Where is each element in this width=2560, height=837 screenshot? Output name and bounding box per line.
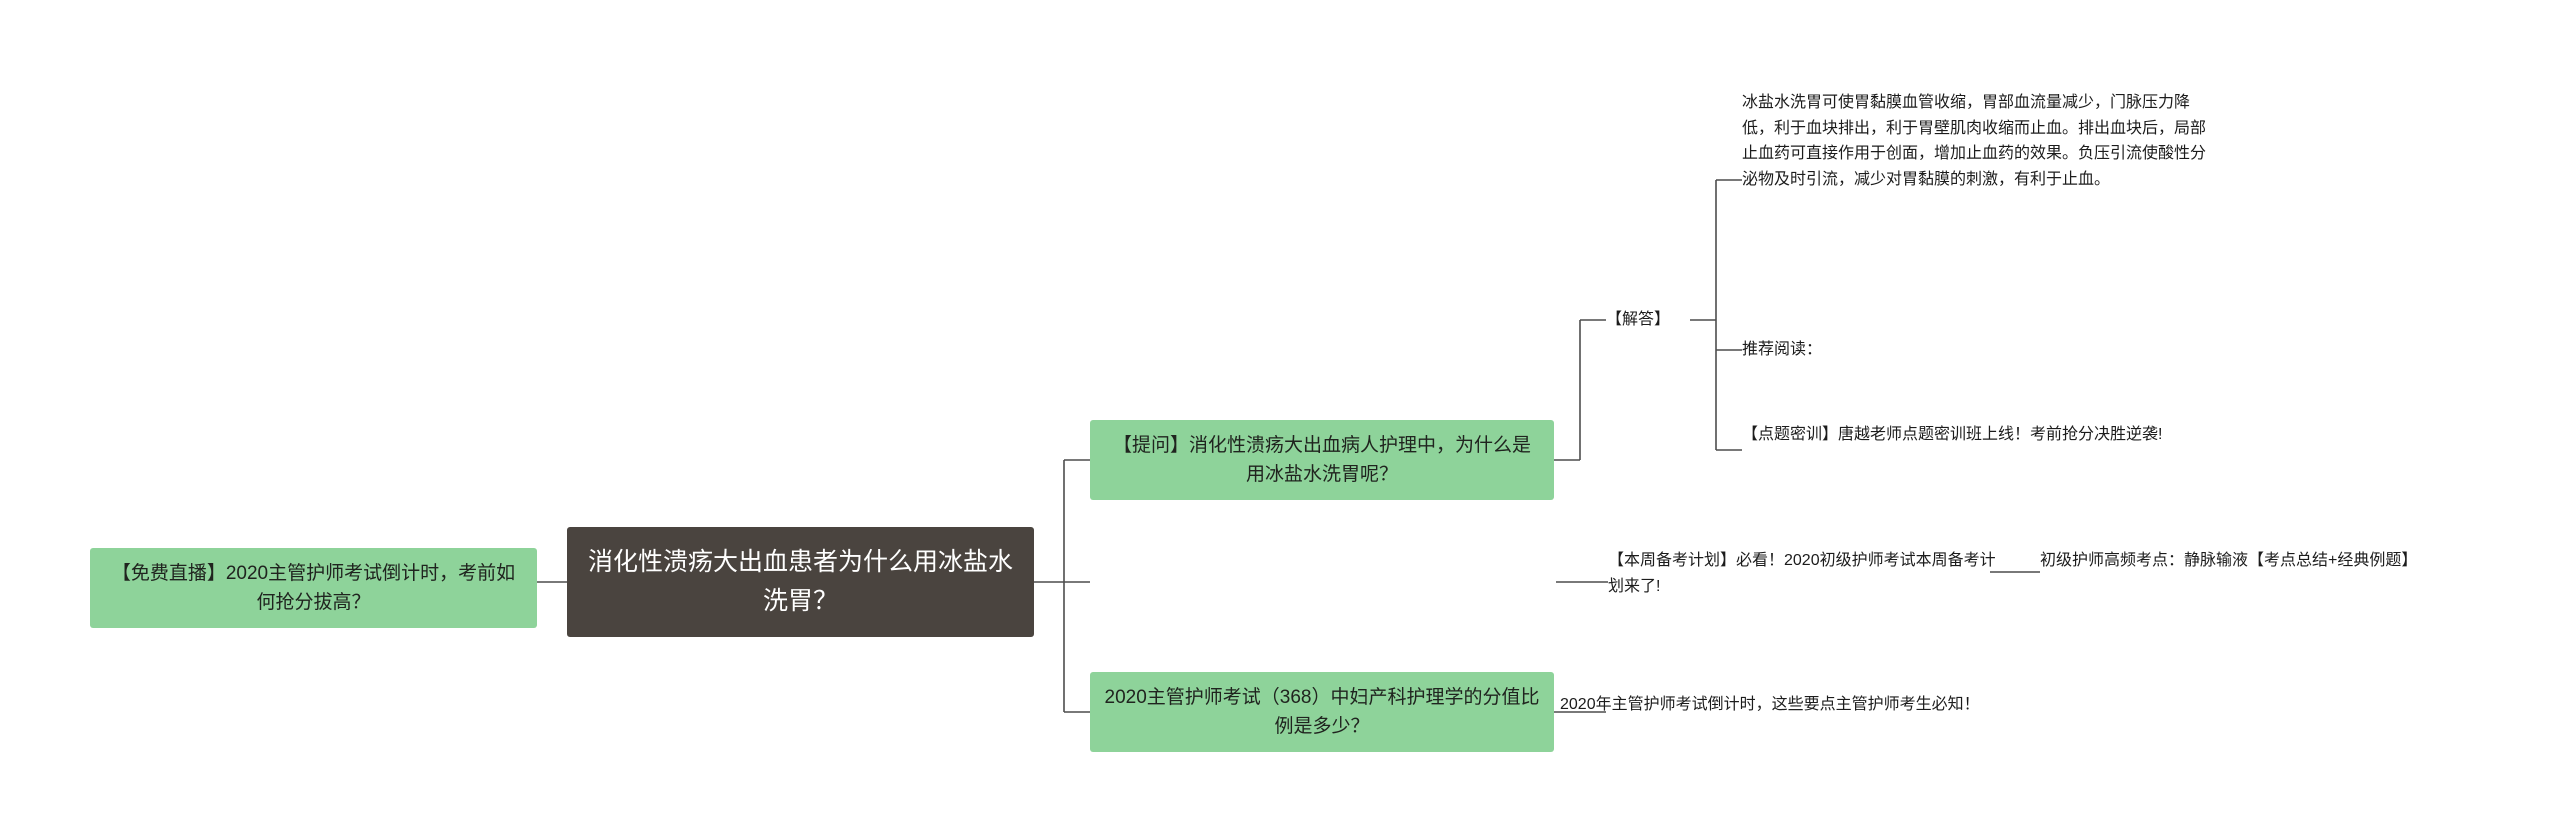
node-dianti-mixun[interactable]: 【点题密训】唐越老师点题密训班上线！考前抢分决胜逆袭! — [1742, 422, 2212, 482]
node-dianti-mixun-label: 【点题密训】唐越老师点题密训班上线！考前抢分决胜逆袭! — [1742, 426, 2163, 443]
node-jieda-answer-text: 冰盐水洗胃可使胃黏膜血管收缩，胃部血流量减少，门脉压力降低，利于血块排出，利于胃… — [1742, 90, 2212, 280]
node-jieda-label: 【解答】 — [1606, 311, 1671, 329]
node-root-label: 消化性溃疡大出血患者为什么用冰盐水洗胃？ — [587, 548, 1013, 615]
node-root[interactable]: 消化性溃疡大出血患者为什么用冰盐水洗胃？ — [567, 527, 1034, 637]
node-jieda[interactable]: 【解答】 — [1606, 300, 1696, 340]
node-branch-fuchan[interactable]: 2020主管护师考试（368）中妇产科护理学的分值比例是多少？ — [1090, 672, 1554, 752]
node-left-branch[interactable]: 【免费直播】2020主管护师考试倒计时，考前如何抢分拔高？ — [90, 548, 537, 628]
node-recommended-reading: 推荐阅读： — [1742, 332, 2042, 368]
node-fuchan-child[interactable]: 2020年主管护师考试倒计时，这些要点主管护师考生必知！ — [1560, 692, 2030, 758]
node-fuchan-child-label: 2020年主管护师考试倒计时，这些要点主管护师考生必知！ — [1560, 696, 1980, 713]
node-branch-tiwen-label: 【提问】消化性溃疡大出血病人护理中，为什么是用冰盐水洗胃呢？ — [1112, 434, 1531, 485]
node-jieda-answer-label: 冰盐水洗胃可使胃黏膜血管收缩，胃部血流量减少，门脉压力降低，利于血块排出，利于胃… — [1742, 94, 2207, 188]
node-branch-weekly-plan[interactable]: 【本周备考计划】必看！2020初级护师考试本周备考计划来了! — [1608, 548, 2008, 614]
node-weekly-plan-child[interactable]: 初级护师高频考点：静脉输液【考点总结+经典例题】 — [2040, 548, 2490, 614]
node-recommended-reading-label: 推荐阅读： — [1742, 341, 1823, 359]
node-left-branch-label: 【免费直播】2020主管护师考试倒计时，考前如何抢分拔高？ — [111, 562, 516, 613]
node-weekly-plan-child-label: 初级护师高频考点：静脉输液【考点总结+经典例题】 — [2040, 552, 2418, 569]
node-branch-tiwen[interactable]: 【提问】消化性溃疡大出血病人护理中，为什么是用冰盐水洗胃呢？ — [1090, 420, 1554, 500]
node-branch-fuchan-label: 2020主管护师考试（368）中妇产科护理学的分值比例是多少？ — [1104, 686, 1540, 737]
node-branch-weekly-plan-label: 【本周备考计划】必看！2020初级护师考试本周备考计划来了! — [1608, 552, 1996, 595]
